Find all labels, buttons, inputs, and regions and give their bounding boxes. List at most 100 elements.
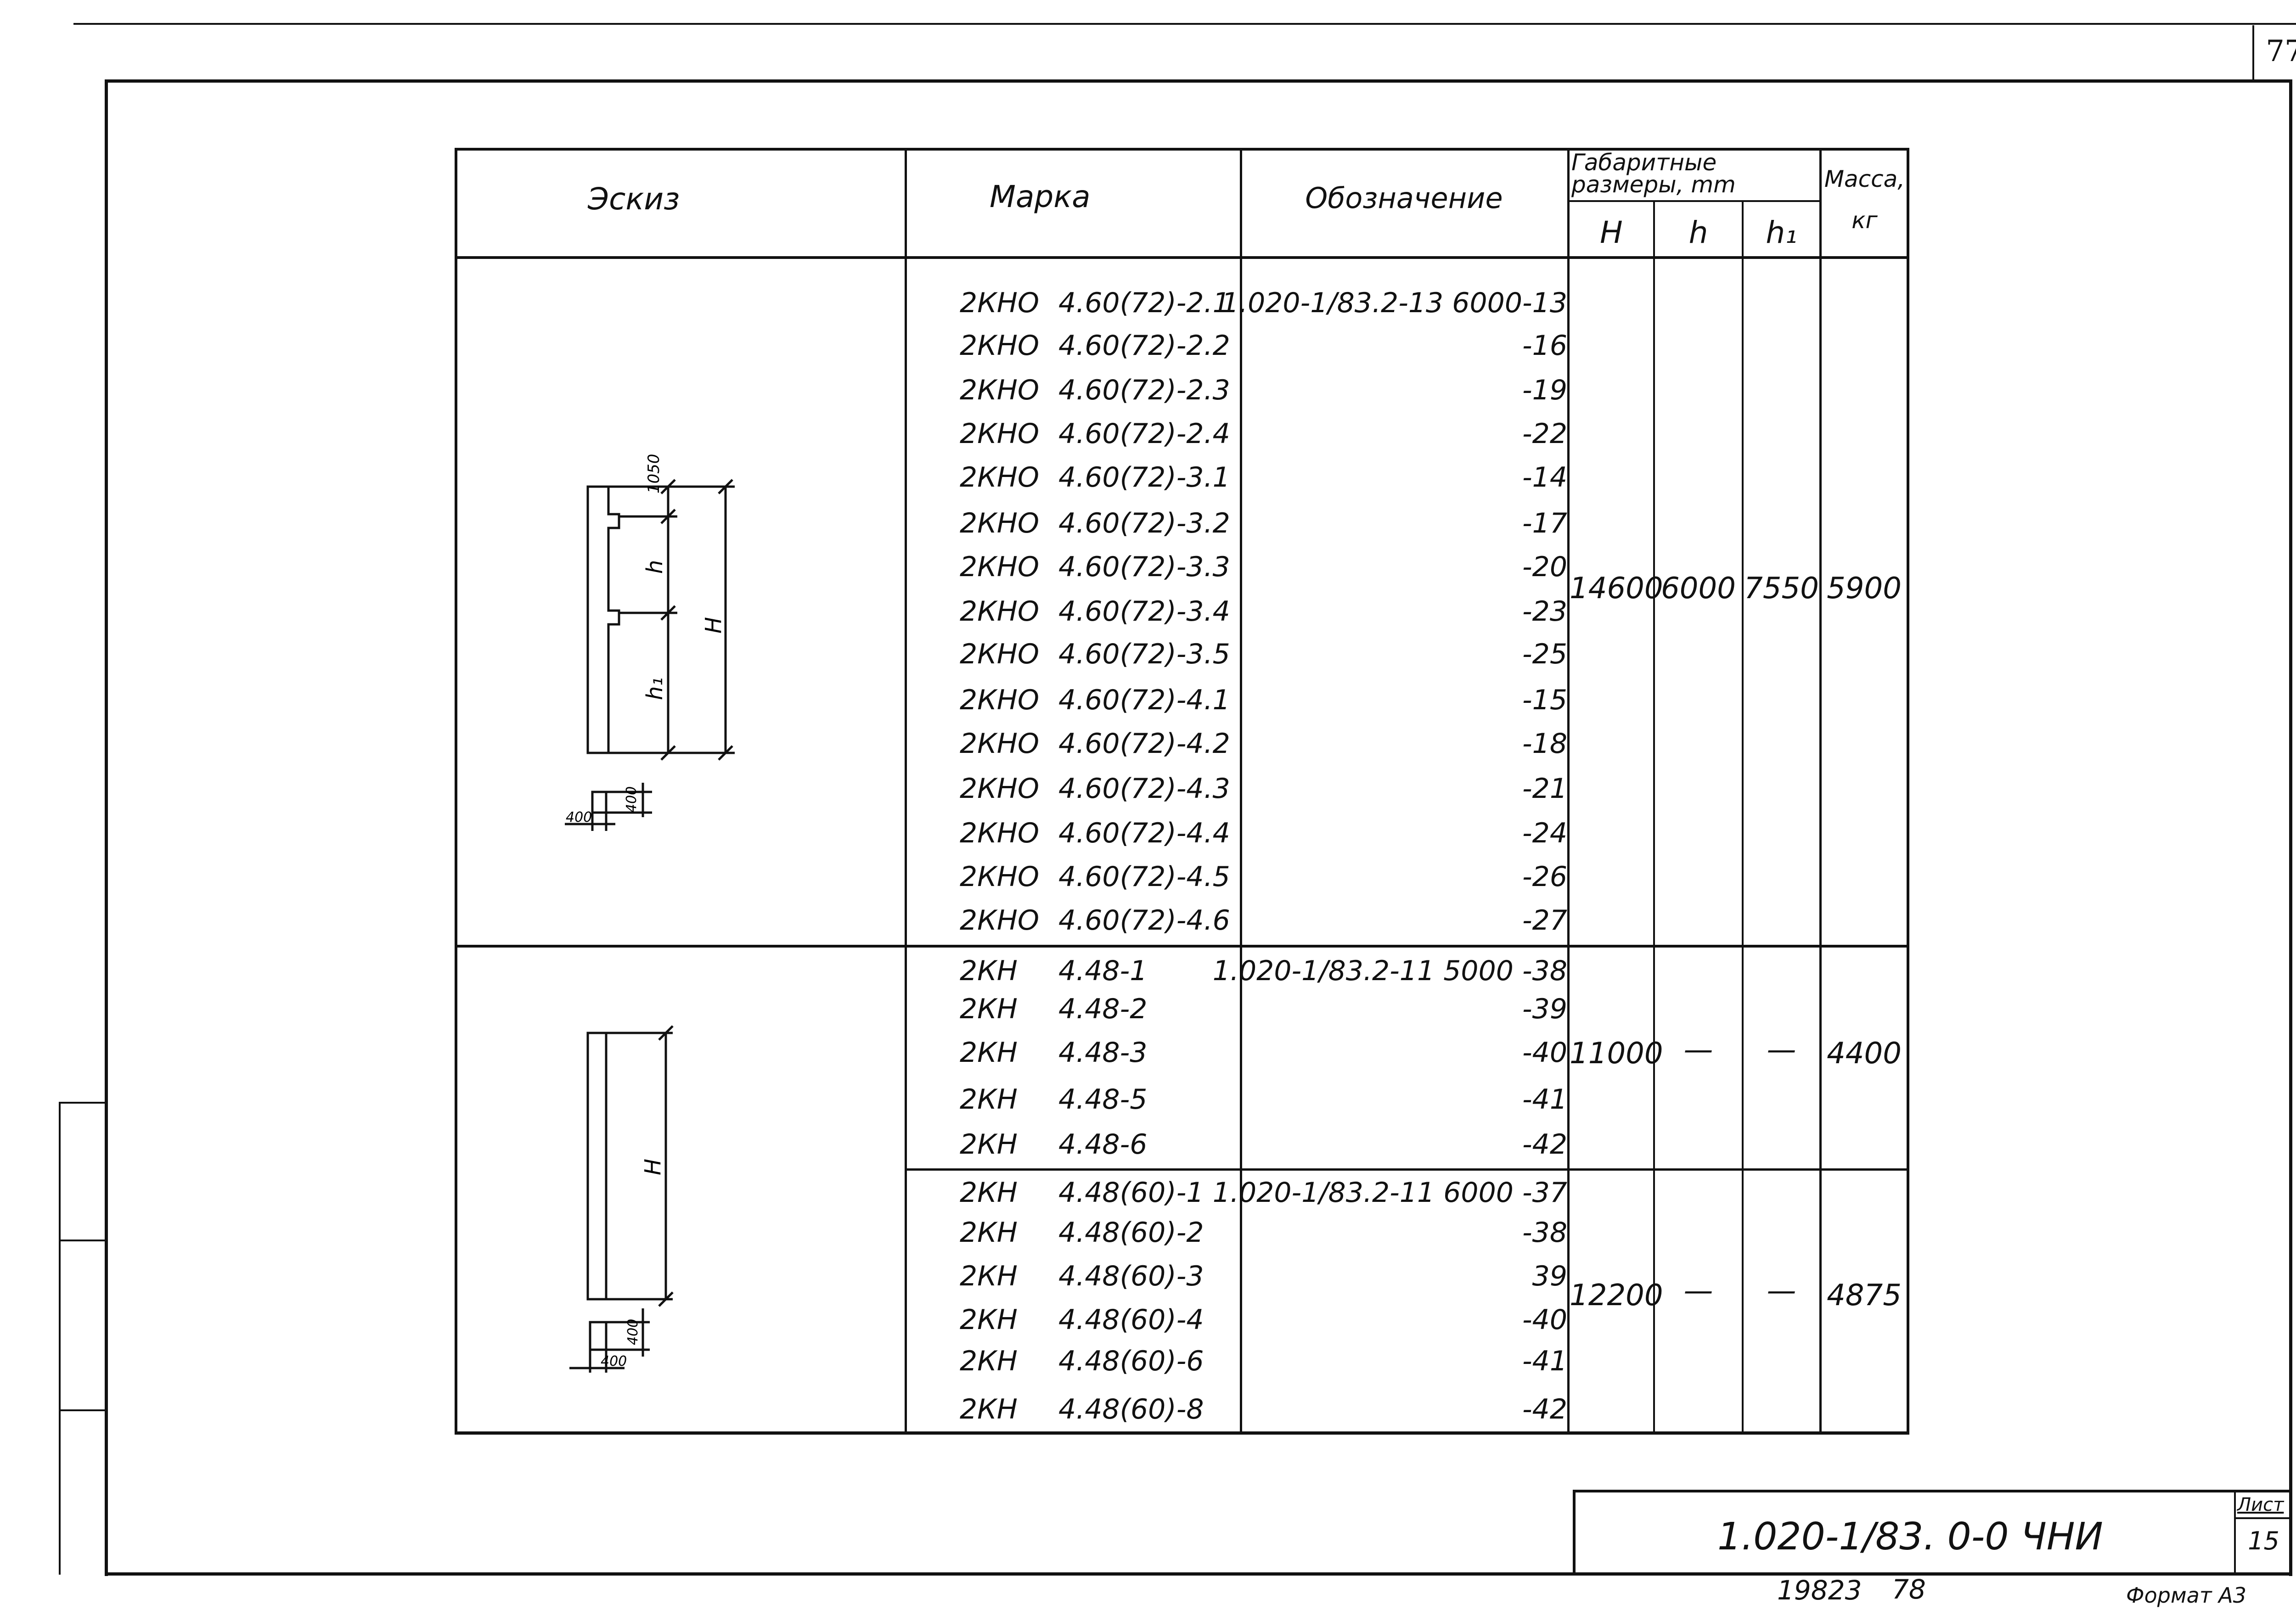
header-designation: Обозначение — [1305, 181, 1503, 215]
g1-row-variant: 4.60(72)-4.4 — [1058, 817, 1230, 849]
g1-row-variant: 4.60(72)-2.3 — [1058, 374, 1230, 406]
g1-row-variant: 4.60(72)-2.4 — [1058, 418, 1230, 450]
g3-mass: 4875 — [1827, 1279, 1902, 1313]
sketch2-sec-h: 400 — [625, 1319, 641, 1345]
sheet-num-box-left — [2252, 25, 2254, 83]
g1-row-variant: 4.60(72)-3.4 — [1058, 595, 1230, 628]
table-top — [455, 148, 1909, 151]
header-dimensions: Габаритные размеры, mm — [1571, 149, 1736, 198]
g1-row-variant: 4.60(72)-2.1 — [1058, 287, 1230, 319]
table-header-bottom — [455, 256, 1909, 259]
g3-row-mark: 2КН — [960, 1260, 1018, 1292]
g1-row-mark: 2КНО — [960, 861, 1040, 893]
g1-row-designation: -27 — [1522, 904, 1567, 937]
g2-row-variant: 4.48-2 — [1058, 993, 1148, 1025]
g2-row-mark: 2КН — [960, 993, 1018, 1025]
g3-row-mark: 2КН — [960, 1177, 1018, 1209]
g1-H: 14600 — [1570, 572, 1663, 606]
g1-row-mark: 2КНО — [960, 507, 1040, 539]
g1-row-variant: 4.60(72)-4.6 — [1058, 904, 1230, 937]
g1-row-mark: 2КНО — [960, 904, 1040, 937]
g1-row-designation: -16 — [1522, 330, 1567, 362]
g2-row-variant: 4.48-5 — [1058, 1083, 1148, 1116]
sketch2-H-label: H — [640, 1159, 666, 1175]
title-block-sheet-col — [2234, 1490, 2236, 1575]
g1-row-designation: -19 — [1522, 374, 1567, 406]
g2-row-designation: -39 — [1522, 993, 1567, 1025]
g2-row-mark: 2КН — [960, 955, 1018, 987]
title-block-code: 1.020-1/83. 0-0 ЧНИ — [1717, 1515, 2103, 1559]
g1-row-variant: 4.60(72)-2.2 — [1058, 330, 1230, 362]
g3-row-variant: 4.48(60)-1 — [1058, 1177, 1204, 1209]
g1-row-mark: 2КНО — [960, 287, 1040, 319]
g1-row-designation: -20 — [1522, 551, 1567, 583]
g1-row-designation: -18 — [1522, 728, 1567, 760]
g2-h1: — — [1767, 1033, 1796, 1067]
g2-row-mark: 2КН — [960, 1037, 1018, 1069]
g3-h: — — [1683, 1274, 1713, 1308]
frame-bottom — [105, 1572, 2292, 1576]
frame-top — [106, 79, 2291, 83]
sketch2-sec-w: 400 — [601, 1353, 627, 1369]
g1-row-variant: 4.60(72)-4.5 — [1058, 861, 1230, 893]
footer-format: Формат А3 — [2126, 1583, 2246, 1608]
g3-row-variant: 4.48(60)-6 — [1058, 1345, 1204, 1377]
g2-row-designation: -42 — [1522, 1128, 1567, 1161]
g2-row-mark: 2КН — [960, 1083, 1018, 1116]
binding-strip-top — [59, 1102, 107, 1104]
g3-row-designation: -42 — [1522, 1393, 1567, 1425]
g3-row-designation: -38 — [1522, 1217, 1567, 1249]
g1-row-mark: 2КНО — [960, 728, 1040, 760]
g1-row-mark: 2КНО — [960, 418, 1040, 450]
col-oboz-H — [1567, 148, 1570, 1435]
g1-row-designation: -14 — [1522, 461, 1567, 494]
g2-row-variant: 4.48-6 — [1058, 1128, 1148, 1161]
sketch1-h-label: h — [642, 560, 668, 574]
g1-row-variant: 4.60(72)-4.2 — [1058, 728, 1230, 760]
g1-h1: 7550 — [1744, 572, 1819, 606]
top-trim-line — [73, 23, 2296, 25]
g3-row-mark: 2КН — [960, 1393, 1018, 1425]
g2-mass: 4400 — [1827, 1037, 1902, 1071]
g1-row-variant: 4.60(72)-4.3 — [1058, 773, 1230, 805]
table-group1-bottom — [455, 945, 1909, 948]
title-block-sheet-number: 15 — [2248, 1526, 2279, 1555]
g1-row-variant: 4.60(72)-3.2 — [1058, 507, 1230, 539]
g3-row-mark: 2КН — [960, 1217, 1018, 1249]
title-block-sheet-label: Лист — [2237, 1494, 2284, 1515]
g2-row-designation: 1.020-1/83.2-11 5000 -38 — [1212, 955, 1567, 987]
table-bottom — [455, 1431, 1909, 1435]
sketch1-H-label: H — [701, 617, 726, 634]
header-mark: Марка — [990, 179, 1091, 214]
g1-h: 6000 — [1661, 572, 1736, 606]
header-h: h — [1688, 215, 1708, 250]
g1-row-mark: 2КНО — [960, 684, 1040, 716]
g3-row-designation: -40 — [1522, 1304, 1567, 1336]
g1-row-mark: 2КНО — [960, 773, 1040, 805]
header-H: H — [1600, 215, 1623, 250]
binding-strip-mid1 — [59, 1240, 107, 1241]
g1-row-designation: -22 — [1522, 418, 1567, 450]
header-sketch: Эскиз — [588, 181, 680, 217]
g3-row-designation: -41 — [1522, 1345, 1567, 1377]
g3-row-variant: 4.48(60)-2 — [1058, 1217, 1204, 1249]
g3-row-variant: 4.48(60)-4 — [1058, 1304, 1204, 1336]
g1-row-mark: 2КНО — [960, 551, 1040, 583]
col-h1-mass — [1819, 148, 1822, 1435]
sketch1-sec-w: 400 — [566, 809, 592, 825]
g1-row-designation: -26 — [1522, 861, 1567, 893]
g1-row-designation: -23 — [1522, 595, 1567, 628]
sketch1-top-dim: 1050 — [645, 454, 663, 494]
sketch-column-consoles: 1050 h H h₁ 400 400 — [565, 454, 735, 831]
g2-row-variant: 4.48-1 — [1058, 955, 1148, 987]
col-sketch-mark — [905, 148, 907, 1435]
g1-row-designation: -24 — [1522, 817, 1567, 849]
g1-row-variant: 4.60(72)-3.1 — [1058, 461, 1230, 494]
g1-row-designation: -25 — [1522, 638, 1567, 670]
g2-h: — — [1683, 1033, 1713, 1067]
g1-row-designation: 1.020-1/83.2-13 6000-13 — [1221, 287, 1567, 319]
g3-row-mark: 2КН — [960, 1345, 1018, 1377]
frame-left — [105, 79, 108, 1576]
g1-row-designation: -15 — [1522, 684, 1567, 716]
sketch-plain-column: H 400 400 — [569, 1025, 674, 1373]
